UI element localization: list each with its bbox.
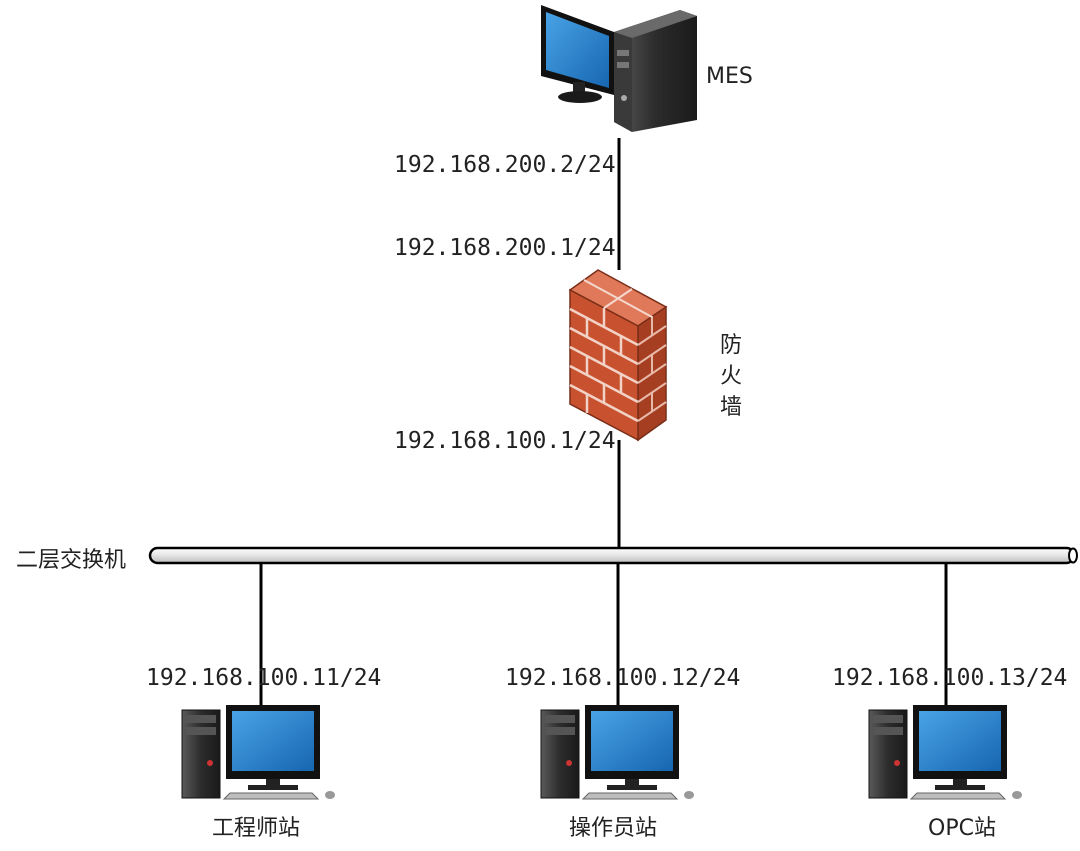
switch-bus	[148, 546, 1078, 565]
station-ip-label-3: 192.168.100.13/24	[832, 665, 1068, 691]
station-label-2: 操作员站	[569, 816, 658, 841]
station-label-3: OPC站	[928, 816, 996, 841]
station-computer-icon-2	[540, 705, 694, 800]
firewall-label: 防火墙	[719, 333, 742, 420]
mes-computer-icon	[541, 5, 697, 132]
station-ip-label-2: 192.168.100.12/24	[505, 665, 741, 691]
mes-label: MES	[706, 64, 753, 89]
station-ip-label-1: 192.168.100.11/24	[146, 665, 382, 691]
switch-label: 二层交换机	[16, 548, 127, 573]
station-computer-icon-3	[868, 705, 1022, 800]
station-label-1: 工程师站	[212, 816, 301, 841]
station-computer-icon-1	[181, 705, 335, 800]
firewall-icon	[568, 269, 668, 442]
firewall-lower-ip-label: 192.168.100.1/24	[394, 428, 616, 454]
firewall-upper-ip-label: 192.168.200.1/24	[394, 235, 616, 261]
mes-ip-label: 192.168.200.2/24	[394, 152, 616, 178]
